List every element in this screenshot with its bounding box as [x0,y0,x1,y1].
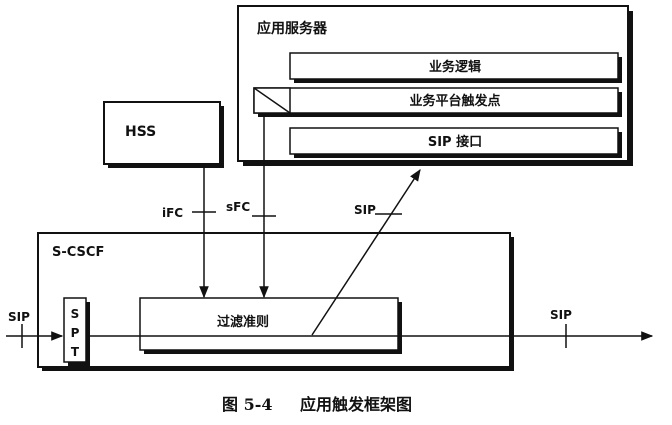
scscf-label: S-CSCF [52,245,104,260]
spt-letter-s: S [71,307,80,321]
hss-box: HSS [103,101,224,168]
trigger-point-box: 业务平台触发点 [253,87,622,117]
spt-box: S P T [63,297,90,366]
sip-interface-label: SIP 接口 [428,134,482,150]
sip-to-as-label: SIP [354,203,376,217]
trigger-point-label: 业务平台触发点 [409,93,500,109]
figure-title: 应用触发框架图 [300,395,412,414]
sip-main-path: SIP SIP [6,308,654,348]
spt-letter-t: T [71,345,80,359]
scscf-box: S-CSCF S P T 过滤准则 [37,232,514,371]
spt-letter-p: P [71,326,80,340]
sip-out-label: SIP [550,308,572,322]
figure-number: 图 5-4 [222,395,272,414]
application-server-title: 应用服务器 [257,20,328,37]
hss-label: HSS [125,124,156,140]
sfc-label: sFC [226,200,250,214]
sip-in-label: SIP [8,310,30,324]
sip-interface-box: SIP 接口 [289,127,622,158]
service-logic-label: 业务逻辑 [429,59,481,75]
application-server-box: 应用服务器 业务逻辑 业务平台触发点 SIP 接口 [237,5,633,166]
service-logic-box: 业务逻辑 [289,52,622,83]
filter-rules-box: 过滤准则 [139,297,402,354]
sip-to-as-link: SIP [311,168,421,336]
figure-caption: 图 5-4 应用触发框架图 [222,395,412,414]
ifc-label: iFC [162,206,183,220]
filter-rules-label: 过滤准则 [217,314,269,330]
sfc-link: sFC [226,113,276,299]
ifc-link: iFC [162,164,216,299]
